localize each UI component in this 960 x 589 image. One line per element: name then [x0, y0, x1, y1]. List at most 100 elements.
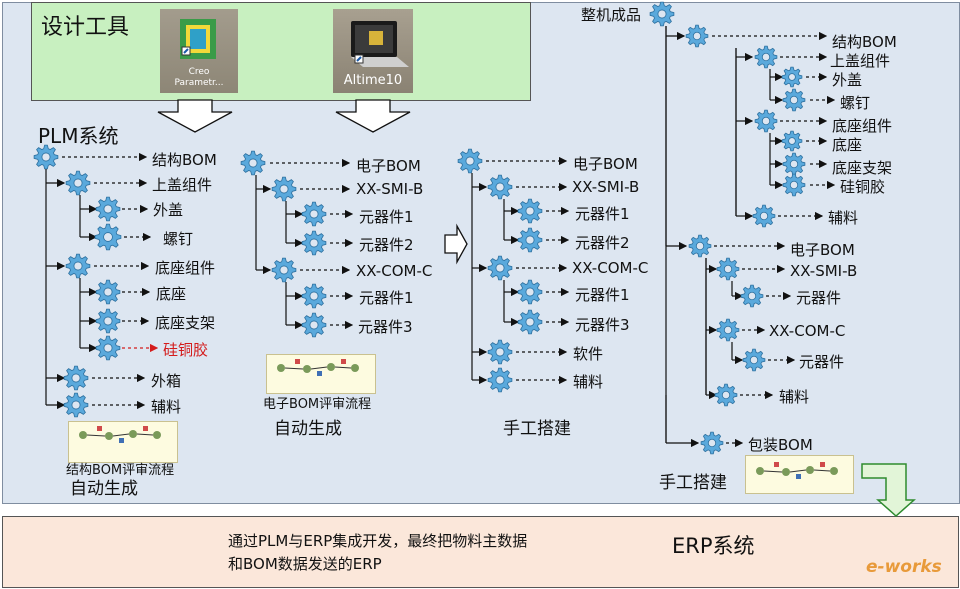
sb-outer-box-label: 外箱 — [151, 372, 182, 390]
pd-packaging-bom-label: 包装BOM — [748, 436, 813, 454]
gear-icon — [517, 227, 543, 253]
sb-silicone-glue-label: 硅铜胶 — [163, 341, 209, 359]
pd-struct-bom-label: 结构BOM — [832, 33, 897, 51]
mb-root-label: 电子BOM — [573, 155, 638, 173]
sb-base-label: 底座 — [156, 285, 187, 303]
pd-smi-label: XX-SMI-B — [790, 262, 858, 280]
gear-icon — [754, 109, 778, 133]
gear-icon — [716, 318, 740, 342]
gear-icon — [301, 201, 327, 227]
design-tools-panel — [31, 2, 531, 101]
sb-screw-label: 螺钉 — [163, 230, 194, 248]
pd-elec-bom-label: 电子BOM — [790, 241, 855, 259]
structural-bom-flow-thumbnail[interactable] — [68, 421, 178, 463]
gear-icon — [301, 283, 327, 309]
gear-icon — [271, 257, 297, 283]
gear-icon — [517, 198, 543, 224]
gear-icon — [517, 279, 543, 305]
sb-outer-cover-label: 外盖 — [153, 201, 184, 219]
erp-note-line2: 和BOM数据发送的ERP — [228, 555, 382, 573]
creo-app-icon[interactable]: Creo Parametr... — [160, 9, 238, 93]
right-arrow-transfer — [444, 223, 468, 265]
gear-icon — [65, 170, 91, 196]
gear-icon — [688, 234, 712, 258]
down-arrow-creo — [157, 99, 233, 133]
pd-aux1-label: 辅料 — [828, 209, 859, 227]
gear-icon — [685, 24, 709, 48]
down-arrow-altium — [335, 99, 411, 133]
gear-icon — [487, 174, 513, 200]
plm-title: PLM系统 — [38, 124, 119, 148]
gear-icon — [517, 309, 543, 335]
gear-icon — [240, 150, 266, 176]
mb-com-label: XX-COM-C — [572, 259, 649, 277]
eb-auto-caption: 自动生成 — [274, 419, 342, 439]
gear-icon — [649, 1, 675, 27]
gear-icon — [781, 130, 803, 152]
pd-comp-a-label: 元器件 — [796, 289, 842, 307]
gear-icon — [94, 223, 122, 251]
mb-comp1-label: 元器件1 — [575, 205, 630, 223]
mb-smi-label: XX-SMI-B — [572, 178, 640, 196]
pd-manual-caption: 手工搭建 — [659, 473, 727, 493]
gear-icon — [781, 66, 803, 88]
altium-app-label: Altime10 — [343, 73, 403, 88]
erp-note-line1: 通过PLM与ERP集成开发，最终把物料主数据 — [228, 532, 528, 550]
gear-icon — [754, 45, 778, 69]
gear-icon — [301, 230, 327, 256]
pd-base-label: 底座 — [832, 136, 863, 154]
gear-icon — [33, 144, 59, 170]
pd-aux2-label: 辅料 — [779, 388, 810, 406]
product-flow-thumbnail[interactable] — [745, 455, 854, 494]
pd-silicone-glue-label: 硅铜胶 — [840, 178, 886, 196]
pd-top-assembly-label: 上盖组件 — [830, 52, 891, 70]
gear-icon — [716, 257, 740, 281]
flow-diagram-icon — [756, 462, 838, 479]
eworks-watermark: e-works — [866, 557, 942, 577]
eb-comp2-label: 元器件2 — [359, 236, 414, 254]
gear-icon — [95, 196, 121, 222]
gear-icon — [95, 308, 121, 334]
eb-root-label: 电子BOM — [356, 157, 421, 175]
mb-manual-caption: 手工搭建 — [503, 419, 571, 439]
flow-diagram-icon — [277, 359, 359, 376]
sb-base-bracket-label: 底座支架 — [155, 314, 216, 332]
pd-outer-cover-label: 外盖 — [832, 71, 863, 89]
sb-aux-label: 辅料 — [151, 398, 182, 416]
eb-comp1b-label: 元器件1 — [359, 289, 414, 307]
eb-comp3-label: 元器件3 — [358, 318, 413, 336]
gear-icon — [752, 204, 776, 228]
electronic-bom-flow-thumbnail[interactable] — [266, 354, 376, 394]
pd-com-label: XX-COM-C — [769, 322, 846, 340]
gear-icon — [487, 339, 513, 365]
sb-auto-caption: 自动生成 — [70, 479, 138, 499]
pd-base-assembly-label: 底座组件 — [832, 117, 893, 135]
eb-flow-caption: 电子BOM评审流程 — [263, 397, 372, 412]
creo-app-label: Creo Parametr... — [174, 67, 224, 88]
erp-title: ERP系统 — [672, 534, 755, 558]
mb-comp2-label: 元器件2 — [575, 234, 630, 252]
sb-root-label: 结构BOM — [152, 151, 217, 169]
gear-icon — [271, 176, 297, 202]
gear-icon — [63, 365, 89, 391]
altium-app-icon[interactable]: Altime10 — [333, 9, 413, 93]
gear-icon — [742, 348, 766, 372]
gear-icon — [714, 383, 738, 407]
gear-icon — [700, 431, 724, 455]
flow-diagram-icon — [79, 426, 161, 443]
gear-icon — [457, 148, 483, 174]
gear-icon — [782, 173, 806, 197]
eb-smi-label: XX-SMI-B — [356, 180, 424, 198]
mb-software-label: 软件 — [573, 345, 604, 363]
eb-com-label: XX-COM-C — [356, 262, 433, 280]
gear-icon — [95, 335, 121, 361]
gear-icon — [65, 253, 91, 279]
pd-root-label: 整机成品 — [581, 6, 642, 24]
pd-screw-label: 螺钉 — [840, 94, 871, 112]
mb-comp1b-label: 元器件1 — [575, 286, 630, 304]
sb-flow-caption: 结构BOM评审流程 — [66, 463, 175, 478]
gear-icon — [95, 279, 121, 305]
design-tools-title: 设计工具 — [41, 15, 130, 40]
pd-base-bracket-label: 底座支架 — [832, 159, 893, 177]
eb-comp1-label: 元器件1 — [359, 208, 414, 226]
